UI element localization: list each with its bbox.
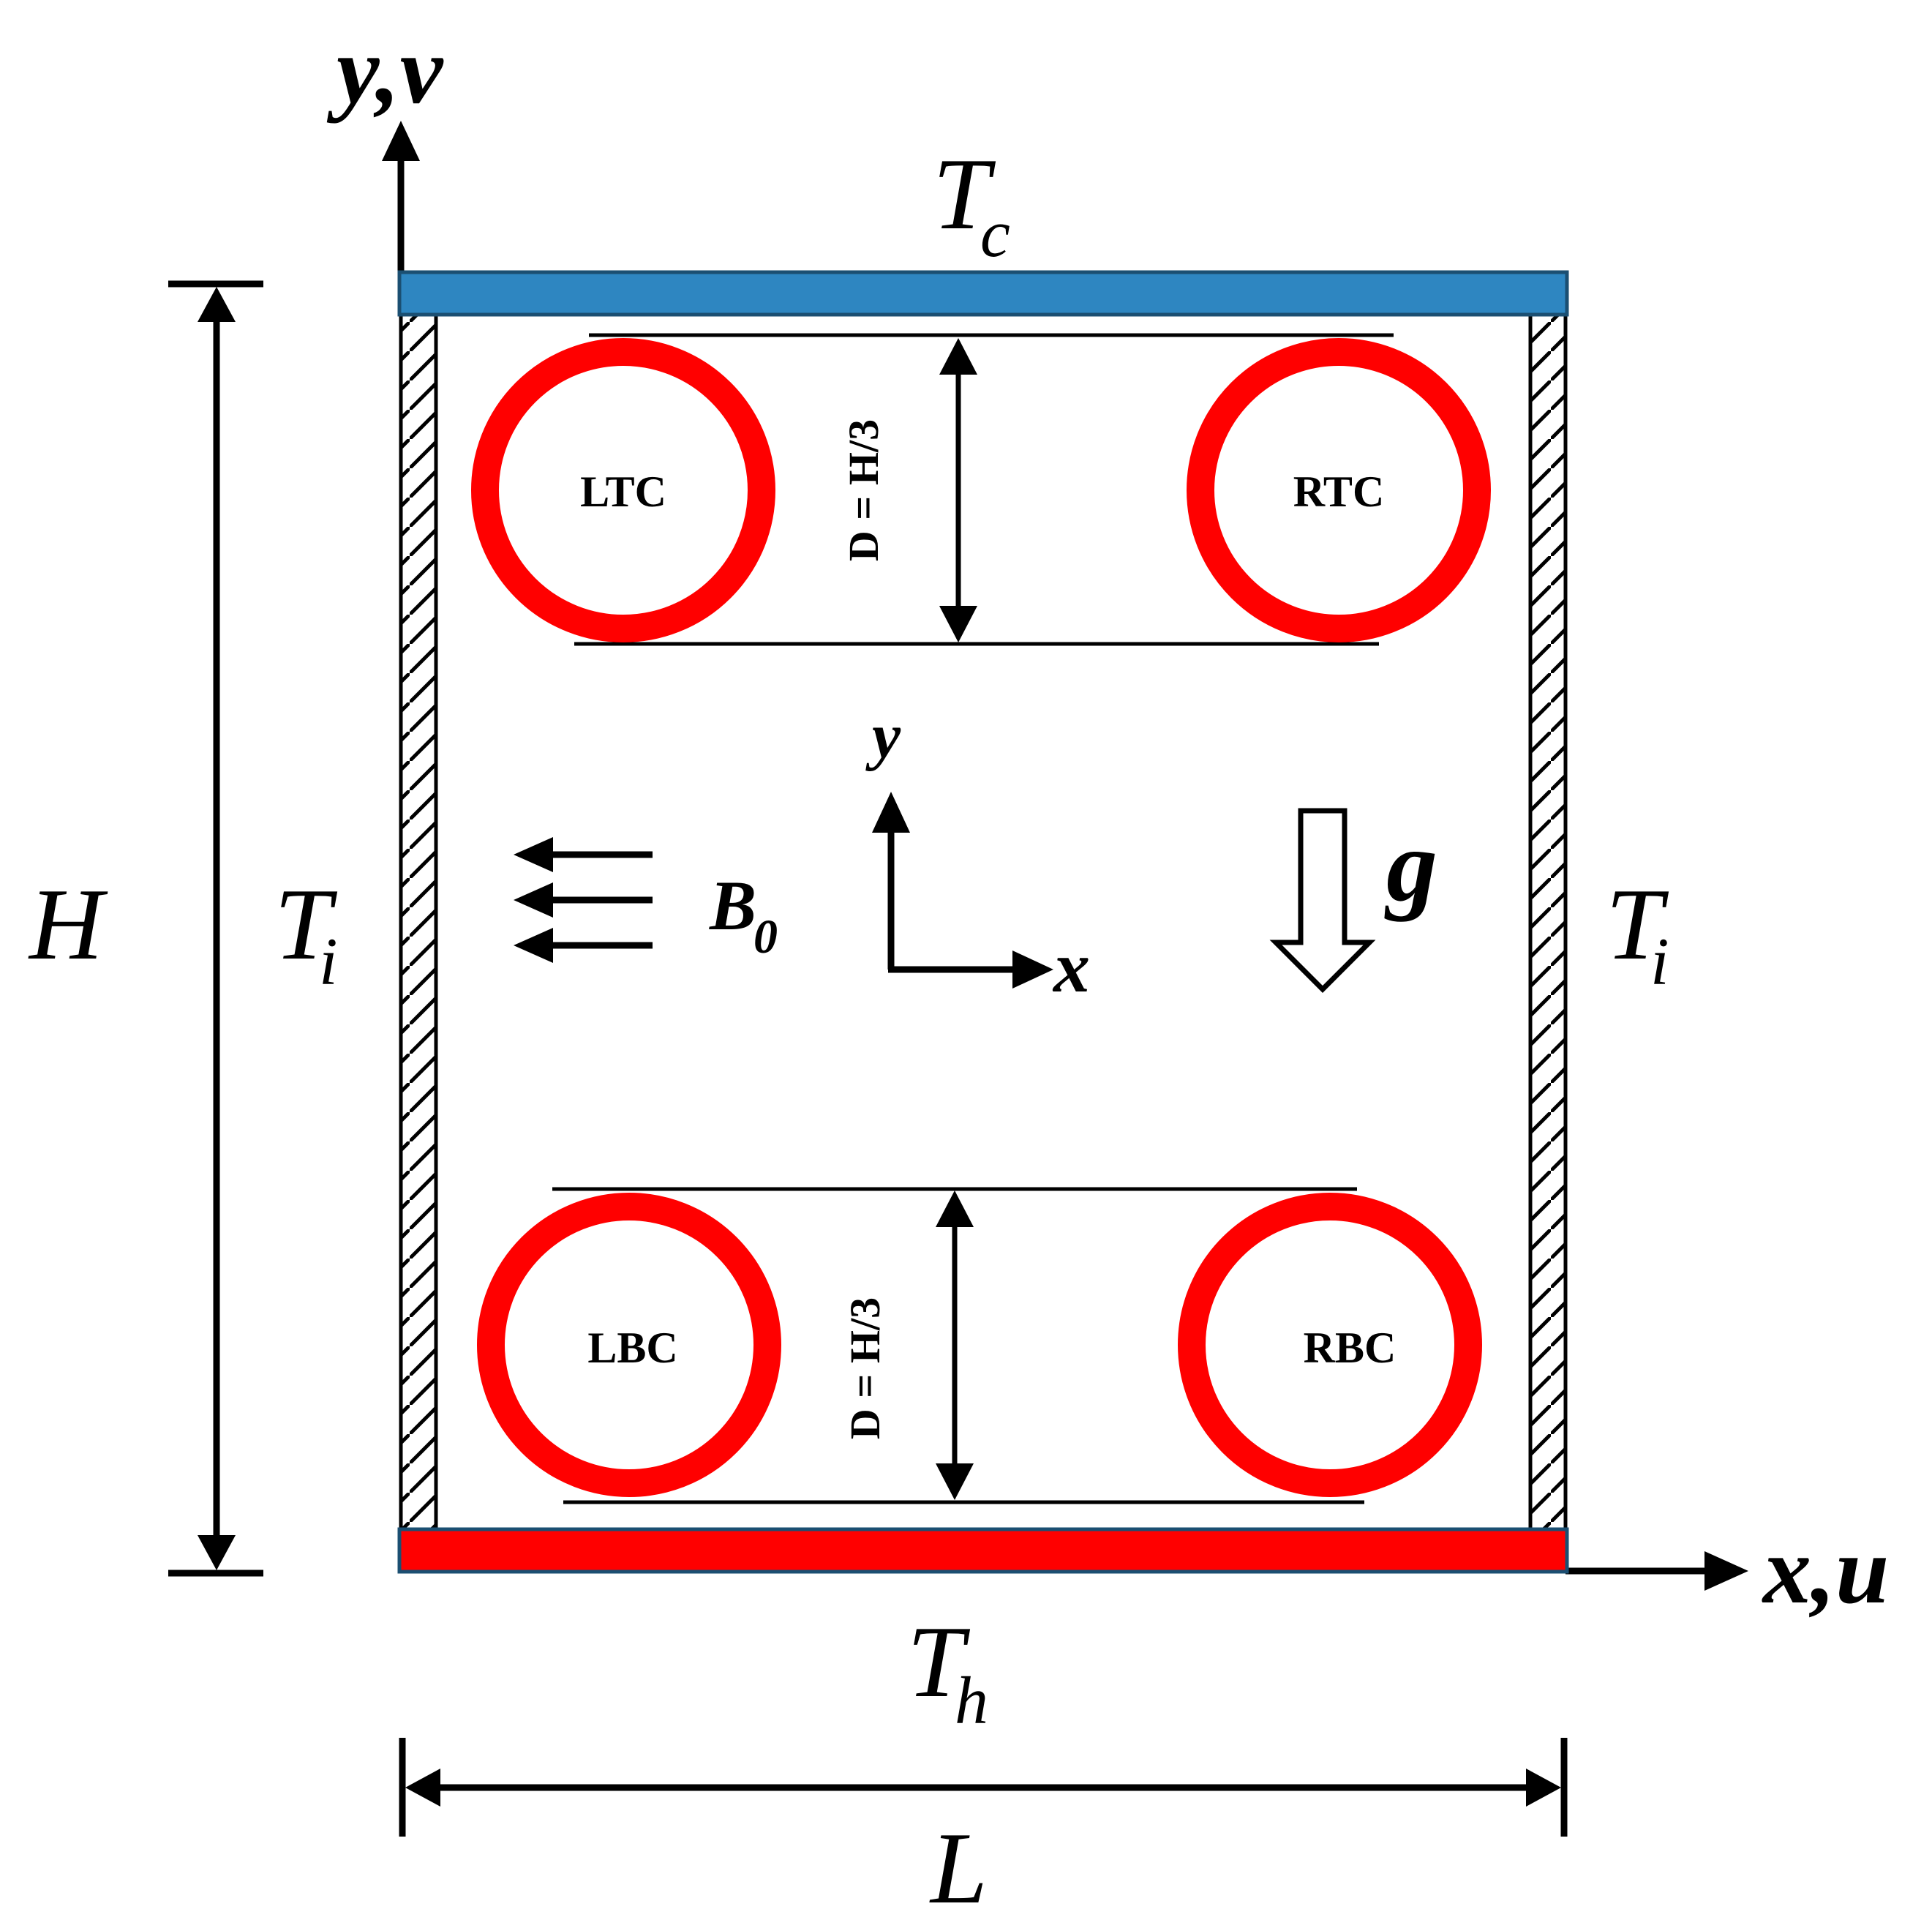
height-label: H bbox=[28, 868, 108, 981]
svg-text:i: i bbox=[1650, 924, 1669, 999]
right-insulated-wall bbox=[1528, 312, 1568, 1531]
svg-text:T: T bbox=[274, 868, 338, 981]
svg-text:T: T bbox=[1606, 868, 1669, 981]
gravity-arrow bbox=[1269, 808, 1376, 993]
magnetic-field-label: B 0 bbox=[709, 866, 778, 964]
svg-text:RTC: RTC bbox=[1293, 468, 1385, 516]
svg-text:B: B bbox=[709, 866, 756, 945]
x-axis bbox=[1565, 1551, 1748, 1591]
height-dimension bbox=[168, 280, 263, 1577]
cylinder-rtc: RTC bbox=[1187, 338, 1491, 642]
bottom-wall-temperature: T h bbox=[907, 1605, 988, 1738]
svg-text:i: i bbox=[319, 924, 338, 999]
top-wall-temperature: T c bbox=[933, 138, 1010, 271]
length-label: L bbox=[929, 1812, 988, 1920]
gravity-label: g bbox=[1384, 809, 1437, 923]
left-wall-temperature: T i bbox=[274, 868, 338, 999]
x-axis-label: x,u bbox=[1762, 1516, 1889, 1624]
svg-text:RBC: RBC bbox=[1304, 1324, 1397, 1372]
svg-text:LTC: LTC bbox=[580, 468, 666, 516]
svg-text:T: T bbox=[933, 138, 996, 251]
svg-text:LBC: LBC bbox=[587, 1324, 677, 1372]
local-axes bbox=[872, 792, 1053, 989]
bottom-hot-wall bbox=[397, 1527, 1569, 1574]
top-diameter-dimension bbox=[574, 333, 1394, 646]
svg-text:c: c bbox=[980, 196, 1010, 271]
cylinder-lbc: LBC bbox=[477, 1193, 781, 1497]
right-wall-temperature: T i bbox=[1606, 868, 1669, 999]
svg-text:h: h bbox=[955, 1663, 988, 1738]
bottom-diameter-dimension bbox=[552, 1187, 1364, 1504]
cylinder-ltc: LTC bbox=[471, 338, 775, 642]
y-axis-label: y,v bbox=[326, 16, 444, 124]
svg-text:0: 0 bbox=[753, 910, 778, 964]
bottom-diameter-label: D = H/3 bbox=[841, 1297, 889, 1439]
magnetic-field-arrows bbox=[514, 837, 653, 963]
local-y-label: y bbox=[865, 701, 901, 772]
top-diameter-label: D = H/3 bbox=[840, 419, 887, 561]
svg-text:T: T bbox=[907, 1605, 971, 1719]
local-x-label: x bbox=[1052, 926, 1090, 1008]
left-insulated-wall bbox=[399, 312, 438, 1531]
length-dimension bbox=[399, 1738, 1568, 1837]
y-axis bbox=[382, 121, 420, 272]
top-cold-wall bbox=[397, 270, 1569, 317]
cylinder-rbc: RBC bbox=[1178, 1193, 1482, 1497]
